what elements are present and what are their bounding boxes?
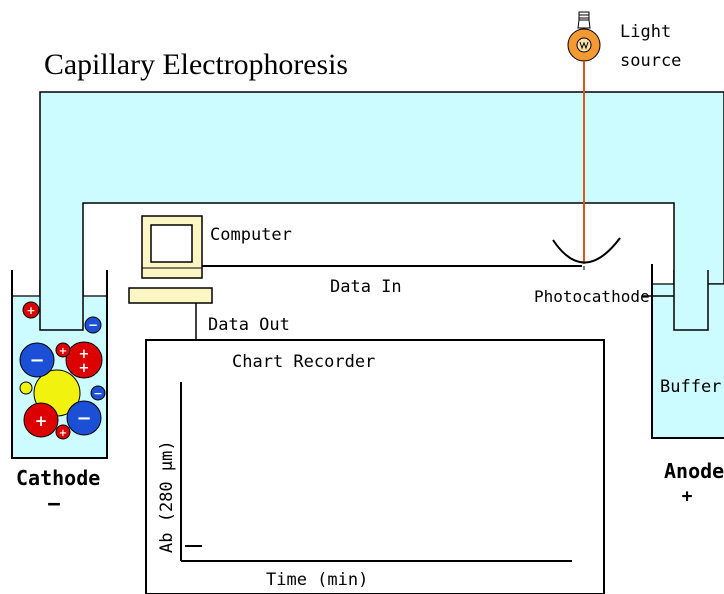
chart-recorder-title: Chart Recorder [232, 352, 375, 372]
chart-recorder [145, 339, 605, 594]
particle-sign: + [59, 346, 67, 357]
photocathode-icon [552, 237, 621, 264]
particle-sign: + [79, 361, 90, 376]
particle-negative [66, 400, 102, 436]
particle-negative [84, 316, 102, 334]
anode-label: Anode [664, 459, 724, 483]
particle-negative [90, 385, 106, 401]
particle-neutral [19, 381, 33, 395]
cathode-label: Cathode [16, 466, 100, 490]
computer-icon [128, 215, 213, 304]
particle-positive [22, 301, 40, 319]
particle-sign: + [59, 428, 67, 439]
chart-y-label: Ab (280 µm) [157, 440, 177, 553]
particle-sign: + [35, 412, 48, 430]
data-in-label: Data In [330, 277, 402, 297]
light-source-label: source [620, 51, 681, 71]
particle-positive [23, 402, 59, 438]
sample-particles: − + + + − + − + − + [19, 301, 106, 440]
photocathode-label: Photocathode [534, 287, 650, 306]
particle-positive [65, 341, 103, 379]
particle-sign: − [29, 350, 44, 371]
light-source-label: Light [620, 22, 671, 42]
anode-reservoir [651, 264, 724, 439]
cathode-sign: − [47, 492, 60, 517]
diagram-title: Capillary Electrophoresis [44, 48, 348, 81]
particle-negative [19, 342, 55, 378]
particle-positive [55, 342, 71, 358]
particle-sign: − [76, 408, 91, 429]
data-out-label: Data Out [208, 315, 290, 335]
particle-positive [55, 424, 71, 440]
particle-sign: + [26, 304, 35, 317]
data-out-cable [195, 303, 206, 341]
anode-sign: + [682, 486, 693, 507]
computer-label: Computer [210, 225, 292, 245]
cathode-reservoir [11, 270, 108, 459]
buffer-label: Buffer [660, 377, 721, 397]
light-bulb-icon [567, 11, 601, 62]
particle-sign: − [93, 387, 102, 400]
chart-x-label: Time (min) [266, 570, 368, 590]
particle-sign: + [79, 347, 90, 362]
particle-sign: − [88, 318, 98, 332]
